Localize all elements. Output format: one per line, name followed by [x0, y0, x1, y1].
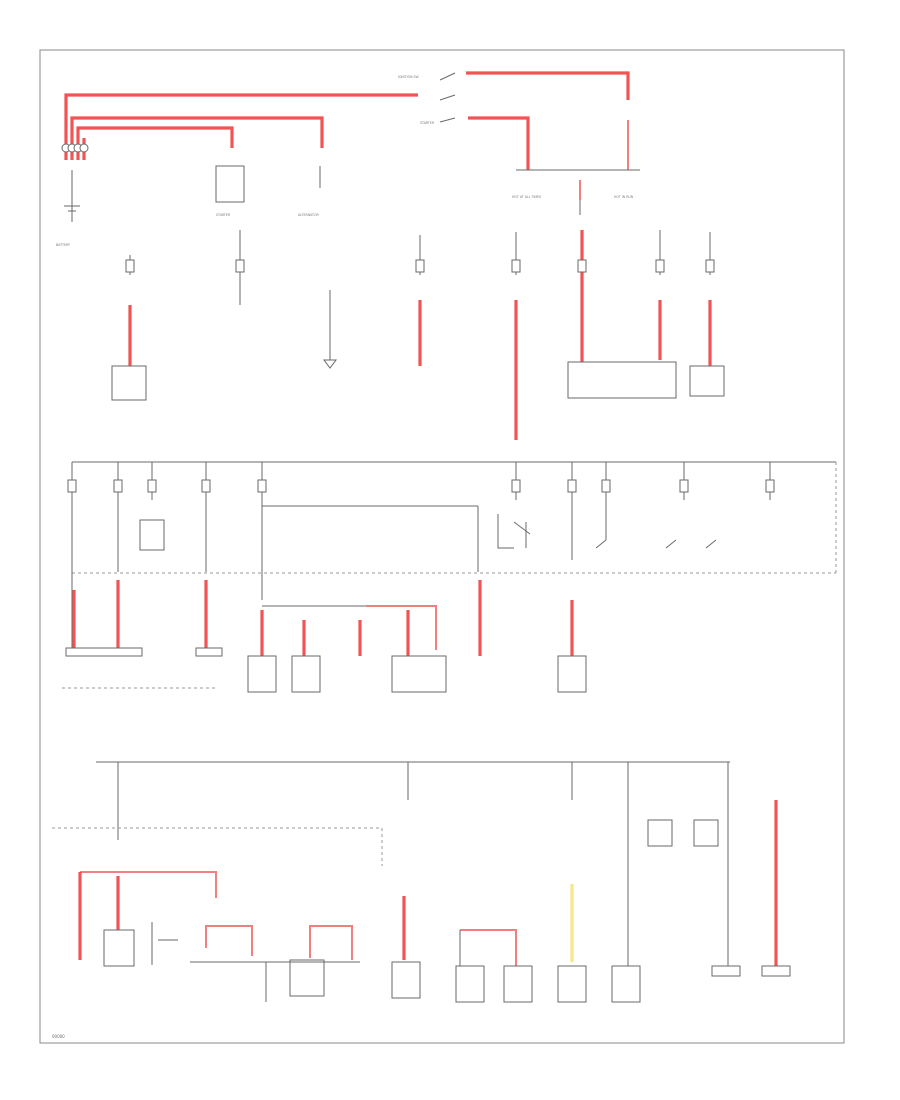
svg-text:00000: 00000 — [52, 1034, 65, 1039]
module-row — [62, 580, 587, 693]
svg-text:HOT IN RUN: HOT IN RUN — [614, 195, 634, 199]
lower-section: 00000 — [52, 761, 791, 1039]
svg-text:STARTER: STARTER — [216, 213, 231, 217]
svg-text:HOT AT ALL TIMES: HOT AT ALL TIMES — [512, 195, 541, 199]
svg-text:STARTER: STARTER — [420, 121, 435, 125]
diagram-frame — [39, 49, 845, 1044]
battery-section: BATTERY STARTER ALTERNATOR IGNITION SW S… — [56, 71, 640, 247]
fuse-row-1 — [111, 230, 725, 440]
svg-text:IGNITION SW: IGNITION SW — [398, 75, 420, 79]
svg-text:ALTERNATOR: ALTERNATOR — [298, 213, 319, 217]
fuse-row-2 — [67, 461, 837, 650]
svg-text:BATTERY: BATTERY — [56, 243, 70, 247]
